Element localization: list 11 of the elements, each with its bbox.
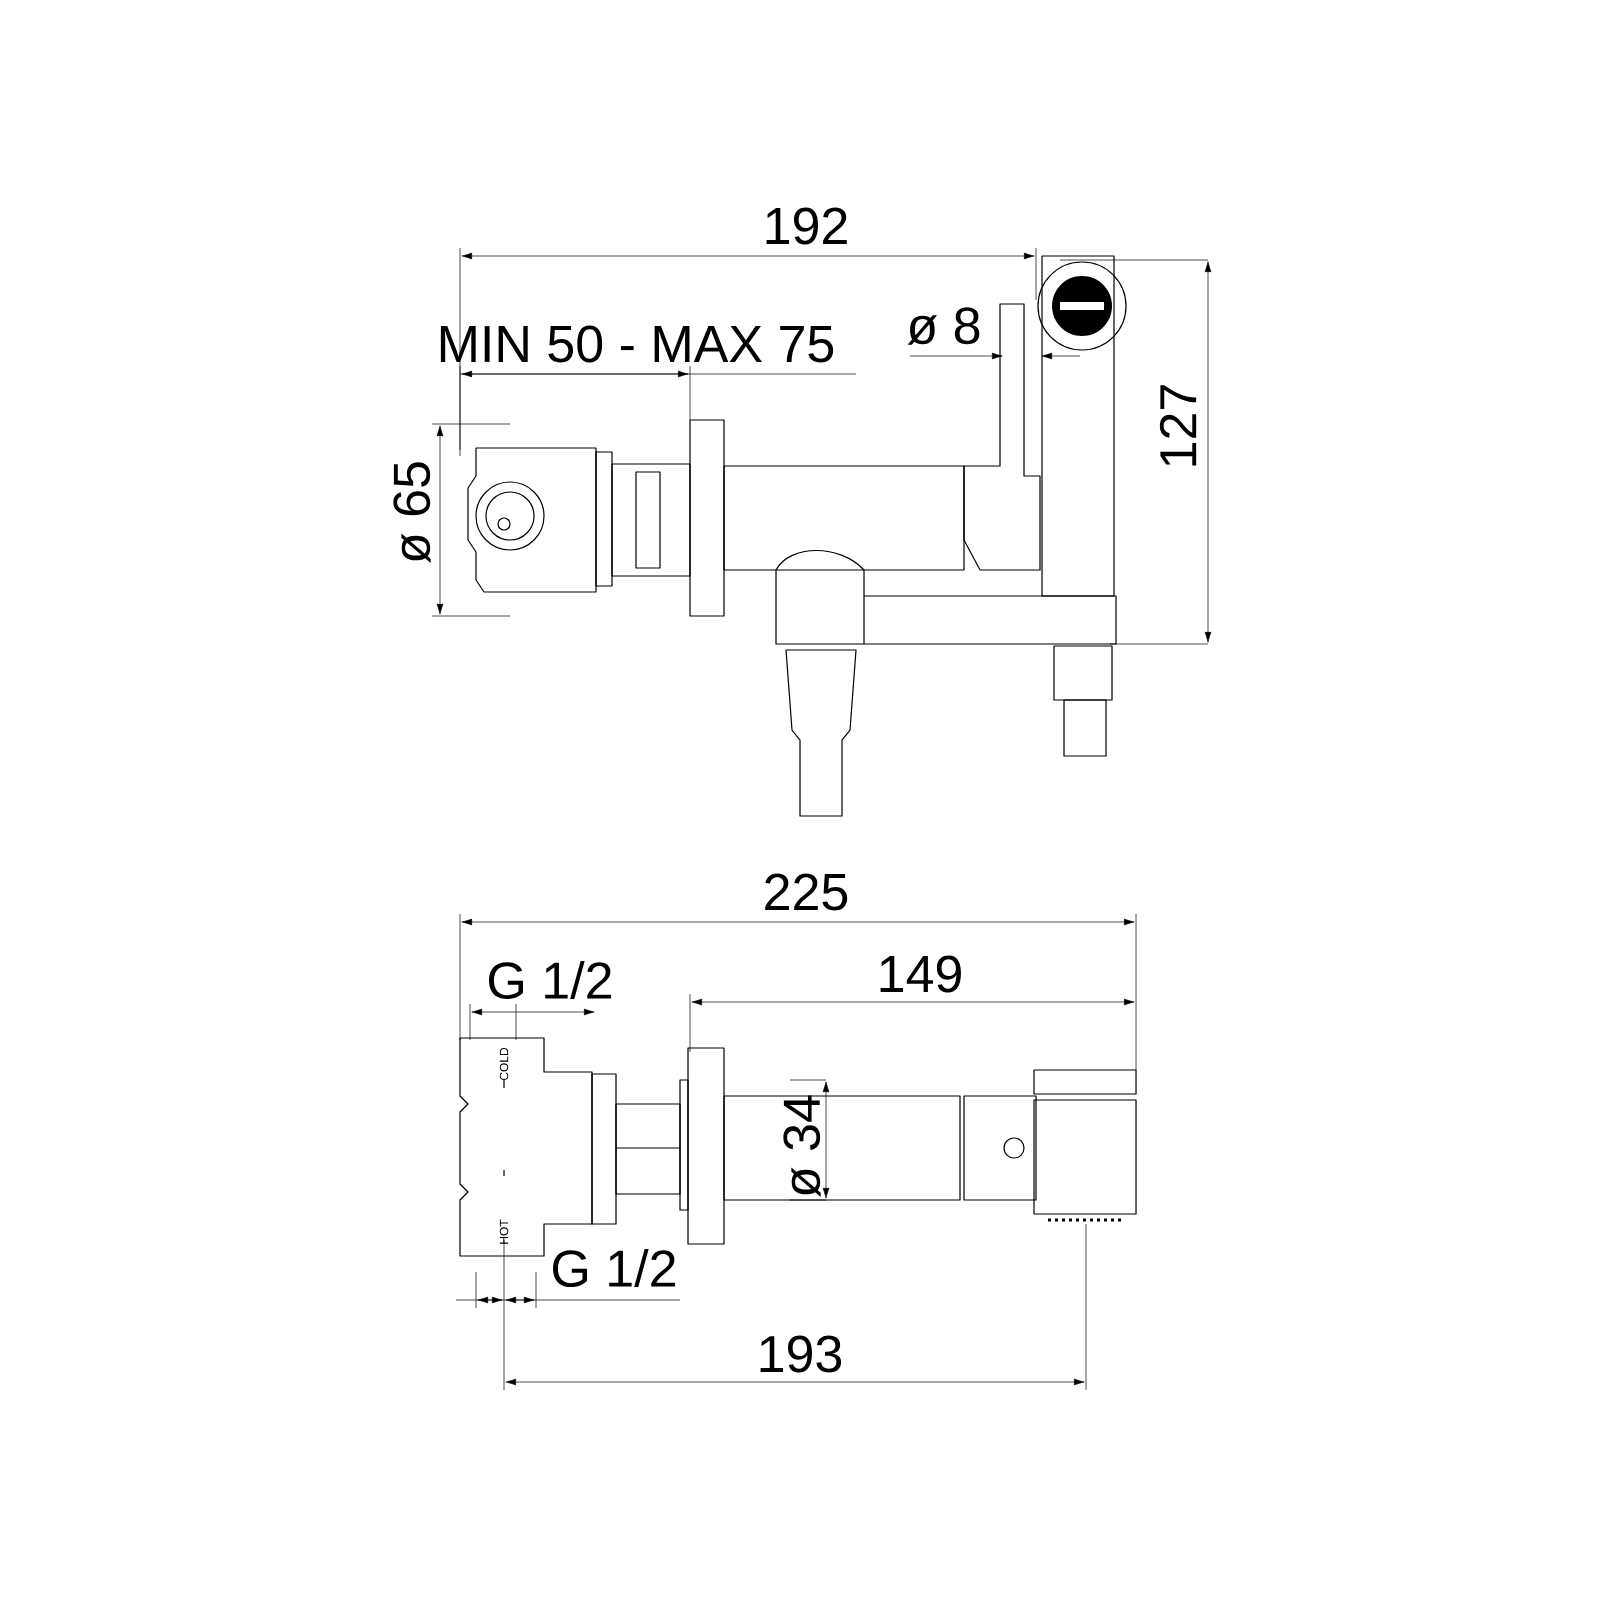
dimension-text: G 1/2: [553, 1248, 675, 1288]
dimension-text: ø 34: [783, 1095, 821, 1197]
dimension-text: 225: [765, 873, 848, 911]
dimension-text: 127: [1159, 385, 1197, 466]
dimension-text: 192: [766, 207, 847, 245]
dimension-text: 193: [760, 1335, 842, 1373]
dimension-text: ø 8: [907, 307, 980, 345]
dimension-text: MIN 50 - MAX 75: [440, 325, 834, 363]
dimension-text: G 1/2: [489, 960, 611, 1000]
dimension-text: 149: [880, 955, 961, 993]
dimension-text: ø 65: [393, 462, 431, 563]
